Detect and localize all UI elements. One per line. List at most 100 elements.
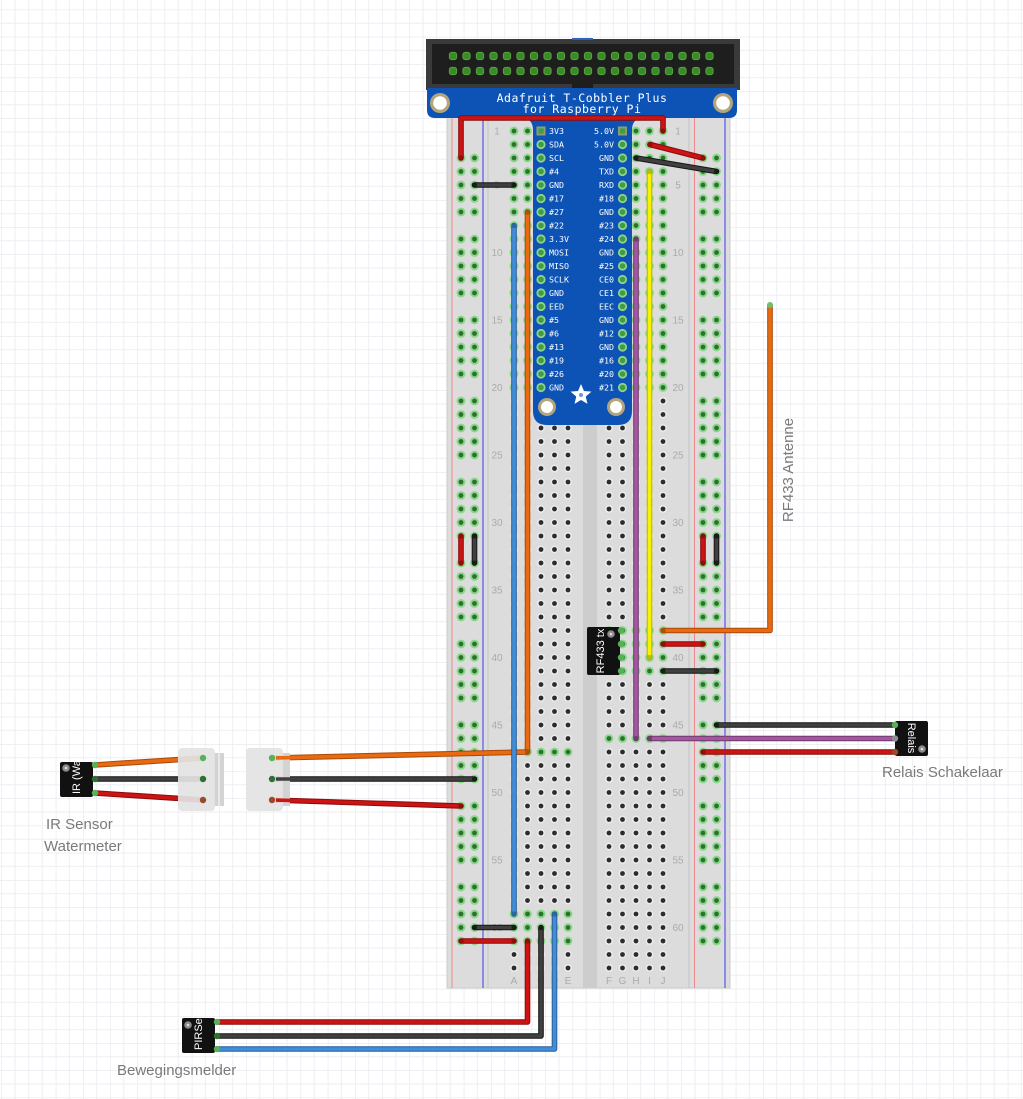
breadboard-hole[interactable] <box>456 572 466 581</box>
breadboard-hole[interactable] <box>632 802 640 810</box>
breadboard-hole[interactable] <box>645 842 654 851</box>
breadboard-hole[interactable] <box>470 369 479 379</box>
breadboard-hole[interactable] <box>698 923 708 932</box>
breadboard-hole[interactable] <box>470 734 479 743</box>
breadboard-hole[interactable] <box>618 424 627 432</box>
breadboard-hole[interactable] <box>605 518 613 527</box>
wire-end-handle[interactable] <box>633 155 639 161</box>
cobbler-pin[interactable] <box>536 301 546 312</box>
breadboard-hole[interactable] <box>470 450 479 460</box>
breadboard-hole[interactable] <box>456 599 466 608</box>
wire-end-handle[interactable] <box>511 182 517 188</box>
wire-orange-ir-signal[interactable] <box>524 209 531 755</box>
ir-sensor-pin[interactable] <box>91 775 99 783</box>
breadboard-hole[interactable] <box>523 802 532 810</box>
breadboard-hole[interactable] <box>564 424 572 432</box>
breadboard-hole[interactable] <box>564 532 572 540</box>
breadboard-hole[interactable] <box>712 396 721 406</box>
breadboard-hole[interactable] <box>605 923 613 932</box>
breadboard-hole[interactable] <box>712 572 721 581</box>
breadboard-hole[interactable] <box>523 815 532 824</box>
wire-end-handle[interactable] <box>458 560 464 566</box>
wire-end-handle[interactable] <box>538 924 544 931</box>
breadboard-hole[interactable] <box>658 369 668 379</box>
breadboard-hole[interactable] <box>564 491 572 500</box>
connector-pin[interactable] <box>199 775 207 783</box>
rf433-pin[interactable] <box>617 627 625 634</box>
breadboard-hole[interactable] <box>456 180 466 190</box>
breadboard-hole[interactable] <box>564 545 572 554</box>
breadboard-hole[interactable] <box>470 234 479 244</box>
breadboard-hole[interactable] <box>537 842 545 851</box>
breadboard-hole[interactable] <box>659 680 667 689</box>
cobbler-pin[interactable] <box>536 369 546 379</box>
cobbler-pin[interactable] <box>617 342 628 352</box>
breadboard-hole[interactable] <box>605 950 613 959</box>
breadboard-hole[interactable] <box>659 964 667 972</box>
breadboard-hole[interactable] <box>564 788 572 797</box>
breadboard-hole[interactable] <box>632 775 640 783</box>
breadboard-hole[interactable] <box>456 923 466 932</box>
breadboard-hole[interactable] <box>605 910 613 918</box>
breadboard-hole[interactable] <box>632 761 640 770</box>
breadboard-hole[interactable] <box>537 613 545 621</box>
breadboard-hole[interactable] <box>712 504 721 514</box>
breadboard-hole[interactable] <box>537 856 545 864</box>
breadboard-hole[interactable] <box>456 234 466 244</box>
breadboard-hole[interactable] <box>563 747 573 757</box>
breadboard-hole[interactable] <box>698 248 708 257</box>
breadboard-hole[interactable] <box>618 437 627 446</box>
breadboard-hole[interactable] <box>470 194 479 203</box>
breadboard-hole[interactable] <box>698 801 708 811</box>
breadboard-hole[interactable] <box>618 464 627 473</box>
breadboard-hole[interactable] <box>698 396 708 406</box>
breadboard-hole[interactable] <box>698 504 708 514</box>
breadboard-hole[interactable] <box>632 842 640 851</box>
breadboard-hole[interactable] <box>456 855 466 865</box>
breadboard-hole[interactable] <box>456 356 466 365</box>
breadboard-hole[interactable] <box>659 896 667 905</box>
breadboard-hole[interactable] <box>470 599 479 608</box>
breadboard-hole[interactable] <box>712 450 721 460</box>
cobbler-pin[interactable] <box>617 139 628 150</box>
breadboard-hole[interactable] <box>470 720 479 730</box>
connector-pin[interactable] <box>199 754 207 762</box>
breadboard-hole[interactable] <box>550 545 559 554</box>
breadboard-hole[interactable] <box>550 707 559 716</box>
breadboard-hole[interactable] <box>658 383 668 392</box>
cobbler-pin[interactable] <box>617 369 628 379</box>
breadboard-hole[interactable] <box>470 666 479 676</box>
breadboard-hole[interactable] <box>658 261 668 271</box>
breadboard-hole[interactable] <box>605 775 613 783</box>
breadboard-hole[interactable] <box>605 613 613 621</box>
relay-pin[interactable] <box>891 735 899 742</box>
relay-pin[interactable] <box>891 721 899 729</box>
breadboard-hole[interactable] <box>564 721 572 729</box>
breadboard-hole[interactable] <box>564 829 572 837</box>
breadboard-hole[interactable] <box>470 653 479 662</box>
ir-cable-connector-female[interactable] <box>178 748 224 811</box>
breadboard-hole[interactable] <box>631 221 641 230</box>
breadboard-hole[interactable] <box>537 424 545 432</box>
breadboard-hole[interactable] <box>618 545 627 554</box>
breadboard-hole[interactable] <box>456 653 466 662</box>
wire-end-handle[interactable] <box>713 668 720 674</box>
breadboard-hole[interactable] <box>631 140 641 149</box>
breadboard-hole[interactable] <box>659 464 667 473</box>
breadboard-hole[interactable] <box>456 666 466 676</box>
breadboard-hole[interactable] <box>605 599 613 608</box>
breadboard-hole[interactable] <box>536 747 546 757</box>
breadboard-hole[interactable] <box>698 909 708 919</box>
breadboard-hole[interactable] <box>470 423 479 433</box>
breadboard-hole[interactable] <box>698 896 708 905</box>
breadboard-hole[interactable] <box>712 437 721 446</box>
breadboard-hole[interactable] <box>659 505 667 513</box>
breadboard-hole[interactable] <box>659 478 667 486</box>
breadboard-hole[interactable] <box>564 856 572 864</box>
breadboard-hole[interactable] <box>456 410 466 419</box>
breadboard-hole[interactable] <box>698 437 708 446</box>
breadboard-hole[interactable] <box>456 761 466 770</box>
breadboard-hole[interactable] <box>605 559 613 567</box>
breadboard-hole[interactable] <box>537 829 545 837</box>
breadboard-hole[interactable] <box>698 450 708 460</box>
